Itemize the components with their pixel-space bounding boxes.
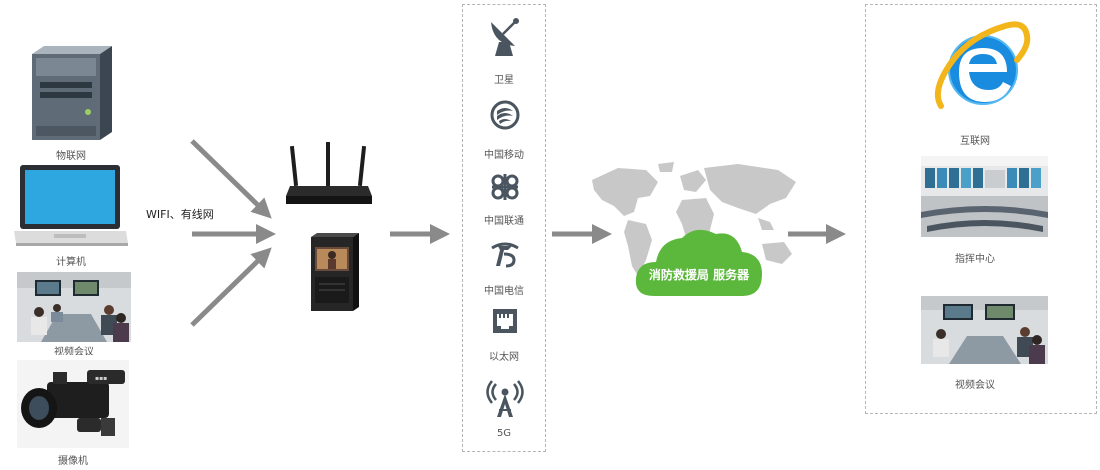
ethernet-port-icon — [493, 309, 517, 333]
command-center-photo — [921, 156, 1048, 237]
network-label-china-unicom: 中国联通 — [484, 216, 524, 227]
network-label-china-mobile: 中国移动 — [484, 150, 524, 161]
cloud-server-label: 消防救援局 服务器 — [648, 268, 750, 282]
destination-label-video-conference: 视频会议 — [955, 380, 995, 391]
source-label-computer: 计算机 — [56, 257, 86, 268]
destination-label-command-center: 指挥中心 — [955, 254, 995, 265]
video-conference-photo — [17, 272, 131, 342]
network-label-satellite: 卫星 — [494, 75, 514, 86]
source-label-camera: 摄像机 — [58, 456, 88, 467]
edge-encoder-box-icon — [311, 233, 359, 311]
iot-server-icon — [32, 46, 112, 140]
video-conference-photo-right — [921, 296, 1048, 364]
router-icon — [286, 142, 372, 204]
source-label-iot: 物联网 — [56, 151, 86, 162]
network-panel — [462, 4, 546, 452]
cloud-server-shape — [635, 229, 762, 296]
china-mobile-icon — [490, 100, 520, 130]
china-telecom-icon — [491, 242, 519, 268]
svg-text:▪▪▪: ▪▪▪ — [95, 375, 107, 382]
source-label-video-conference: 视频会议 — [54, 347, 94, 355]
video-camera-icon: ▪▪▪ — [17, 360, 129, 448]
arrow-lower-to-gateway — [190, 247, 272, 327]
network-label-china-telecom: 中国电信 — [484, 286, 524, 297]
network-label-5g: 5G — [496, 428, 512, 439]
satellite-dish-icon — [491, 18, 519, 56]
cell-tower-icon — [486, 380, 524, 417]
destination-label-internet: 互联网 — [960, 136, 990, 147]
arrow-upper-to-gateway — [190, 139, 272, 219]
link-type-label: WIFI、有线网 — [146, 208, 214, 221]
laptop-icon — [14, 165, 128, 246]
internet-explorer-icon — [935, 21, 1031, 109]
network-label-ethernet: 以太网 — [489, 352, 519, 363]
destination-panel — [865, 4, 1097, 414]
china-unicom-icon — [491, 174, 519, 200]
